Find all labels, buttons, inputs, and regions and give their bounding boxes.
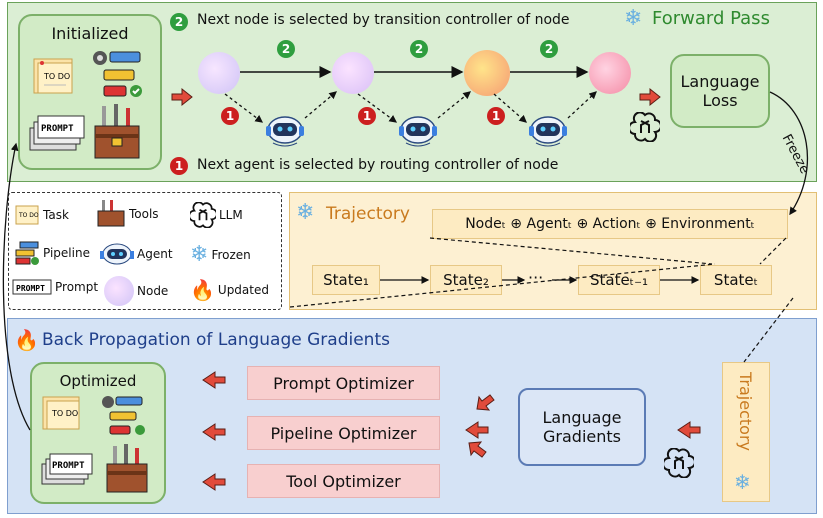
tool-optimizer: Tool Optimizer <box>247 464 440 498</box>
llm-icon <box>628 111 662 146</box>
tool-optimizer-label: Tool Optimizer <box>286 471 401 491</box>
routing-badge: 1 <box>221 107 239 125</box>
llm-icon <box>190 202 216 228</box>
pipeline-optimizer: Pipeline Optimizer <box>247 416 440 450</box>
prompt-optimizer-label: Prompt Optimizer <box>273 373 414 393</box>
routing-badge: 1 <box>358 107 376 125</box>
legend-llm: LLM <box>190 202 243 228</box>
legend-panel <box>8 192 282 310</box>
task-icon-text: TO DO <box>43 72 70 81</box>
legend-prompt: PROMPT Prompt <box>12 278 98 296</box>
pipeline-icon <box>100 394 148 442</box>
legend-agent: Agent <box>100 242 173 266</box>
llm-icon <box>662 447 696 482</box>
trajectory-formula: Nodeₜ ⊕ Agentₜ ⊕ Actionₜ ⊕ Environmentₜ <box>432 209 788 239</box>
legend-node: Node <box>104 276 168 306</box>
node-2 <box>332 52 374 94</box>
legend-updated-label: Updated <box>217 283 269 297</box>
state-t-label: Stateₜ <box>713 271 759 289</box>
legend-llm-label: LLM <box>219 208 243 222</box>
legend-pipeline-label: Pipeline <box>43 246 90 260</box>
transition-badge: 2 <box>410 40 428 58</box>
language-loss-label: Language Loss <box>680 72 760 110</box>
vertical-trajectory-box <box>722 362 770 502</box>
language-gradients-box: Language Gradients <box>518 388 646 466</box>
trajectory-formula-text: Nodeₜ ⊕ Agentₜ ⊕ Actionₜ ⊕ Environmentₜ <box>465 216 755 232</box>
freeze-arrow <box>769 91 809 216</box>
frozen-icon: ❄ <box>296 200 315 225</box>
trajectory-ellipsis: ··· <box>528 268 544 287</box>
pipeline-icon <box>90 48 146 100</box>
legend-task: TO DO Task <box>14 204 69 226</box>
fire-icon: 🔥 <box>190 278 215 302</box>
routing-badge: 1 <box>170 157 188 175</box>
legend-agent-label: Agent <box>137 247 173 261</box>
vertical-trajectory-label: Trajectory <box>736 372 755 451</box>
legend-task-label: Task <box>43 208 69 222</box>
routing-badge: 1 <box>487 107 505 125</box>
task-icon-text: TO DO <box>18 212 39 219</box>
legend-pipeline: Pipeline <box>12 240 90 266</box>
routing-note: Next agent is selected by routing contro… <box>197 157 559 173</box>
update-arrows <box>171 87 701 491</box>
agent-icon <box>265 114 305 150</box>
prompt-stack-icon: PROMPT <box>40 450 94 494</box>
node-icon <box>104 276 134 306</box>
pipeline-icon <box>15 241 39 265</box>
transition-note: Next node is selected by transition cont… <box>197 12 570 28</box>
legend-tools: Tools <box>96 200 159 228</box>
node-1 <box>198 52 240 94</box>
trajectory-title: Trajectory <box>326 204 410 224</box>
legend-node-label: Node <box>137 284 169 298</box>
node-3 <box>464 50 510 96</box>
language-loss-box: Language Loss <box>670 54 770 128</box>
legend-updated: 🔥 Updated <box>190 278 269 302</box>
trajectory-links <box>289 237 794 363</box>
frozen-icon: ❄ <box>734 470 751 494</box>
prompt-icon: PROMPT <box>12 279 52 295</box>
frozen-icon: ❄ <box>624 6 643 31</box>
state-1: State₁ <box>312 265 380 295</box>
prompt-icon-text: PROMPT <box>16 284 45 293</box>
prompt-icon-text: PROMPT <box>52 461 85 471</box>
transition-badge: 2 <box>277 40 295 58</box>
state-1-label: State₁ <box>323 271 369 289</box>
task-icon: TO DO <box>15 205 39 225</box>
transition-badge: 2 <box>540 40 558 58</box>
toolbox-icon <box>92 104 142 162</box>
forward-pass-title: Forward Pass <box>652 8 770 29</box>
optimized-label: Optimized <box>59 372 137 390</box>
prompt-optimizer: Prompt Optimizer <box>247 366 440 400</box>
toolbox-icon <box>104 444 150 500</box>
state-2-label: State₂ <box>443 271 489 289</box>
state-t: Stateₜ <box>700 265 772 295</box>
legend-prompt-label: Prompt <box>55 280 99 294</box>
agent-icon <box>528 114 568 150</box>
legend-tools-label: Tools <box>129 207 159 221</box>
language-gradients-label: Language Gradients <box>542 408 622 446</box>
prompt-stack-icon: PROMPT <box>28 112 86 156</box>
pipeline-optimizer-label: Pipeline Optimizer <box>270 423 417 443</box>
state-t-minus-1: Stateₜ₋₁ <box>578 265 660 295</box>
transition-badge: 2 <box>170 13 188 31</box>
routing-arrows <box>224 91 597 123</box>
back-propagation-title: Back Propagation of Language Gradients <box>42 330 390 350</box>
task-icon-text: TO DO <box>51 409 78 418</box>
legend-frozen-label: Frozen <box>211 247 251 262</box>
agent-icon <box>100 243 134 265</box>
agent-icon <box>398 114 438 150</box>
initialized-label: Initialized <box>51 24 129 43</box>
fire-icon: 🔥 <box>14 328 39 352</box>
feedback-arrow <box>2 142 31 431</box>
legend-frozen: ❄ Frozen <box>190 242 251 267</box>
frozen-icon: ❄ <box>190 242 209 267</box>
node-4 <box>589 52 631 94</box>
tools-icon <box>97 200 125 227</box>
task-icon: TO DO <box>40 394 84 438</box>
state-2: State₂ <box>430 265 502 295</box>
prompt-icon-text: PROMPT <box>41 124 74 134</box>
task-icon: TO DO <box>30 55 78 97</box>
